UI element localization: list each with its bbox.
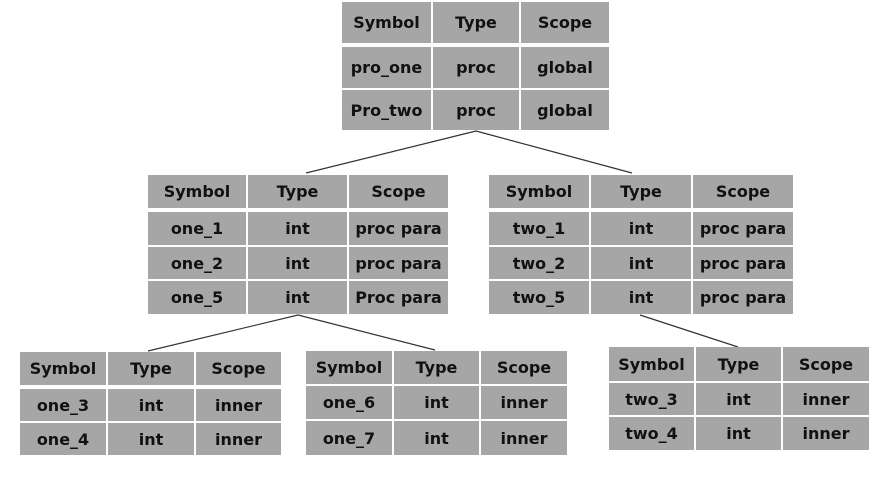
symbol-cell: two_5 bbox=[489, 281, 589, 314]
scope-cell: inner bbox=[783, 417, 869, 450]
header-scope: Scope bbox=[693, 175, 793, 208]
type-cell: int bbox=[108, 389, 194, 421]
header-symbol: Symbol bbox=[20, 352, 106, 385]
header-scope: Scope bbox=[521, 2, 609, 43]
scope-cell: proc para bbox=[349, 247, 448, 279]
symbol-cell: Pro_two bbox=[342, 90, 431, 130]
symbol-cell: two_3 bbox=[609, 383, 694, 415]
header-symbol: Symbol bbox=[489, 175, 589, 208]
header-type: Type bbox=[394, 351, 479, 384]
edge-global-to-pro-one bbox=[305, 130, 477, 174]
symbol-cell: one_6 bbox=[306, 386, 392, 419]
header-type: Type bbox=[433, 2, 519, 43]
type-cell: proc bbox=[433, 47, 519, 88]
type-cell: int bbox=[108, 423, 194, 455]
scope-cell: Proc para bbox=[349, 281, 448, 314]
edge-pro-one-to-inner-b bbox=[297, 314, 436, 351]
type-cell: int bbox=[591, 247, 691, 279]
edge-pro-two-to-inner-c bbox=[639, 314, 739, 348]
scope-cell: inner bbox=[196, 389, 281, 421]
type-cell: int bbox=[394, 386, 479, 419]
scope-cell: inner bbox=[196, 423, 281, 455]
symbol-cell: one_2 bbox=[148, 247, 246, 279]
scope-cell: inner bbox=[783, 383, 869, 415]
header-symbol: Symbol bbox=[148, 175, 246, 208]
scope-cell: proc para bbox=[349, 212, 448, 245]
symbol-cell: one_5 bbox=[148, 281, 246, 314]
symbol-cell: one_3 bbox=[20, 389, 106, 421]
header-symbol: Symbol bbox=[609, 347, 694, 381]
header-scope: Scope bbox=[783, 347, 869, 381]
header-type: Type bbox=[696, 347, 781, 381]
symbol-cell: two_1 bbox=[489, 212, 589, 245]
type-cell: int bbox=[248, 247, 347, 279]
type-cell: int bbox=[394, 421, 479, 455]
scope-cell: global bbox=[521, 90, 609, 130]
type-cell: int bbox=[591, 281, 691, 314]
scope-cell: proc para bbox=[693, 247, 793, 279]
type-cell: int bbox=[248, 212, 347, 245]
header-symbol: Symbol bbox=[306, 351, 392, 384]
symbol-cell: one_7 bbox=[306, 421, 392, 455]
header-scope: Scope bbox=[196, 352, 281, 385]
type-cell: int bbox=[696, 417, 781, 450]
type-cell: int bbox=[696, 383, 781, 415]
header-type: Type bbox=[108, 352, 194, 385]
scope-cell: global bbox=[521, 47, 609, 88]
symbol-cell: one_1 bbox=[148, 212, 246, 245]
symbol-cell: two_4 bbox=[609, 417, 694, 450]
symbol-cell: one_4 bbox=[20, 423, 106, 455]
scope-cell: inner bbox=[481, 421, 567, 455]
type-cell: int bbox=[591, 212, 691, 245]
edge-pro-one-to-inner-a bbox=[147, 314, 299, 352]
scope-cell: proc para bbox=[693, 212, 793, 245]
symbol-cell: two_2 bbox=[489, 247, 589, 279]
type-cell: proc bbox=[433, 90, 519, 130]
edge-global-to-pro-two bbox=[475, 130, 633, 174]
header-scope: Scope bbox=[481, 351, 567, 384]
header-type: Type bbox=[248, 175, 347, 208]
symbol-cell: pro_one bbox=[342, 47, 431, 88]
header-type: Type bbox=[591, 175, 691, 208]
scope-cell: proc para bbox=[693, 281, 793, 314]
type-cell: int bbox=[248, 281, 347, 314]
header-scope: Scope bbox=[349, 175, 448, 208]
scope-cell: inner bbox=[481, 386, 567, 419]
header-symbol: Symbol bbox=[342, 2, 431, 43]
